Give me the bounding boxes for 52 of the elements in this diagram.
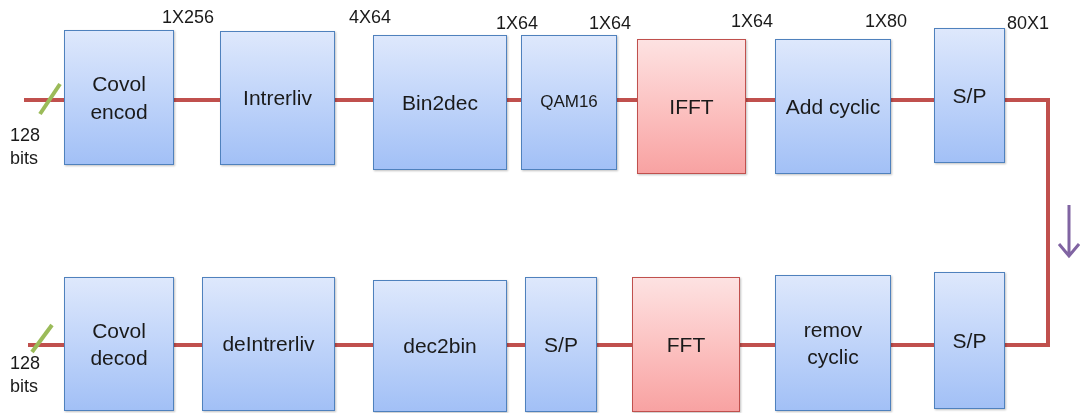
input-label: 128 bits (10, 124, 42, 169)
block-label: remov cyclic (802, 316, 864, 370)
process-box (373, 280, 507, 412)
connector-line (1005, 98, 1050, 347)
connector-line (335, 343, 373, 347)
connector-line (597, 343, 632, 347)
block-label: Add cyclic (785, 93, 881, 120)
process-box (521, 35, 617, 170)
block-label: Covol encod (89, 71, 149, 125)
block-label: IFFT (669, 93, 714, 120)
dimension-label: 1X256 (162, 6, 215, 29)
connector-line (891, 343, 934, 347)
dimension-label: 1X80 (865, 10, 908, 33)
block-label: S/P (544, 331, 578, 358)
dimension-label: 1X64 (589, 12, 632, 35)
block-label: QAM16 (540, 91, 598, 114)
process-box (64, 277, 174, 411)
process-box (637, 39, 746, 174)
connector-line (174, 343, 202, 347)
process-box (202, 277, 335, 411)
connector-line (740, 343, 775, 347)
process-box (64, 30, 174, 165)
block-label: FFT (666, 331, 706, 358)
connector-line (174, 98, 220, 102)
connector-line (335, 98, 373, 102)
dimension-label: 4X64 (349, 6, 392, 29)
block-label: dec2bin (403, 333, 477, 360)
block-label: S/P (952, 327, 987, 354)
process-box (775, 39, 891, 174)
block-label: Bin2dec (402, 89, 478, 116)
process-box (775, 275, 891, 411)
connector-line (24, 98, 64, 102)
process-box (373, 35, 507, 170)
process-box (525, 277, 597, 412)
input-label: 128 bits (10, 352, 42, 397)
process-box (934, 272, 1005, 409)
connector-line (28, 343, 64, 347)
block-label: S/P (952, 82, 987, 109)
block-label: deIntrerliv (222, 331, 315, 358)
connector-line (891, 98, 934, 102)
connector-line (617, 98, 637, 102)
process-box (220, 31, 335, 165)
dimension-label: 1X64 (496, 12, 539, 35)
dimension-label: 80X1 (1007, 12, 1050, 35)
connector-line (746, 98, 775, 102)
dimension-label: 1X64 (731, 10, 774, 33)
process-box (632, 277, 740, 412)
process-box (934, 28, 1005, 163)
block-label: Intrerliv (243, 85, 312, 112)
connector-line (507, 98, 521, 102)
connector-line (507, 343, 525, 347)
block-label: Covol decod (89, 317, 149, 371)
